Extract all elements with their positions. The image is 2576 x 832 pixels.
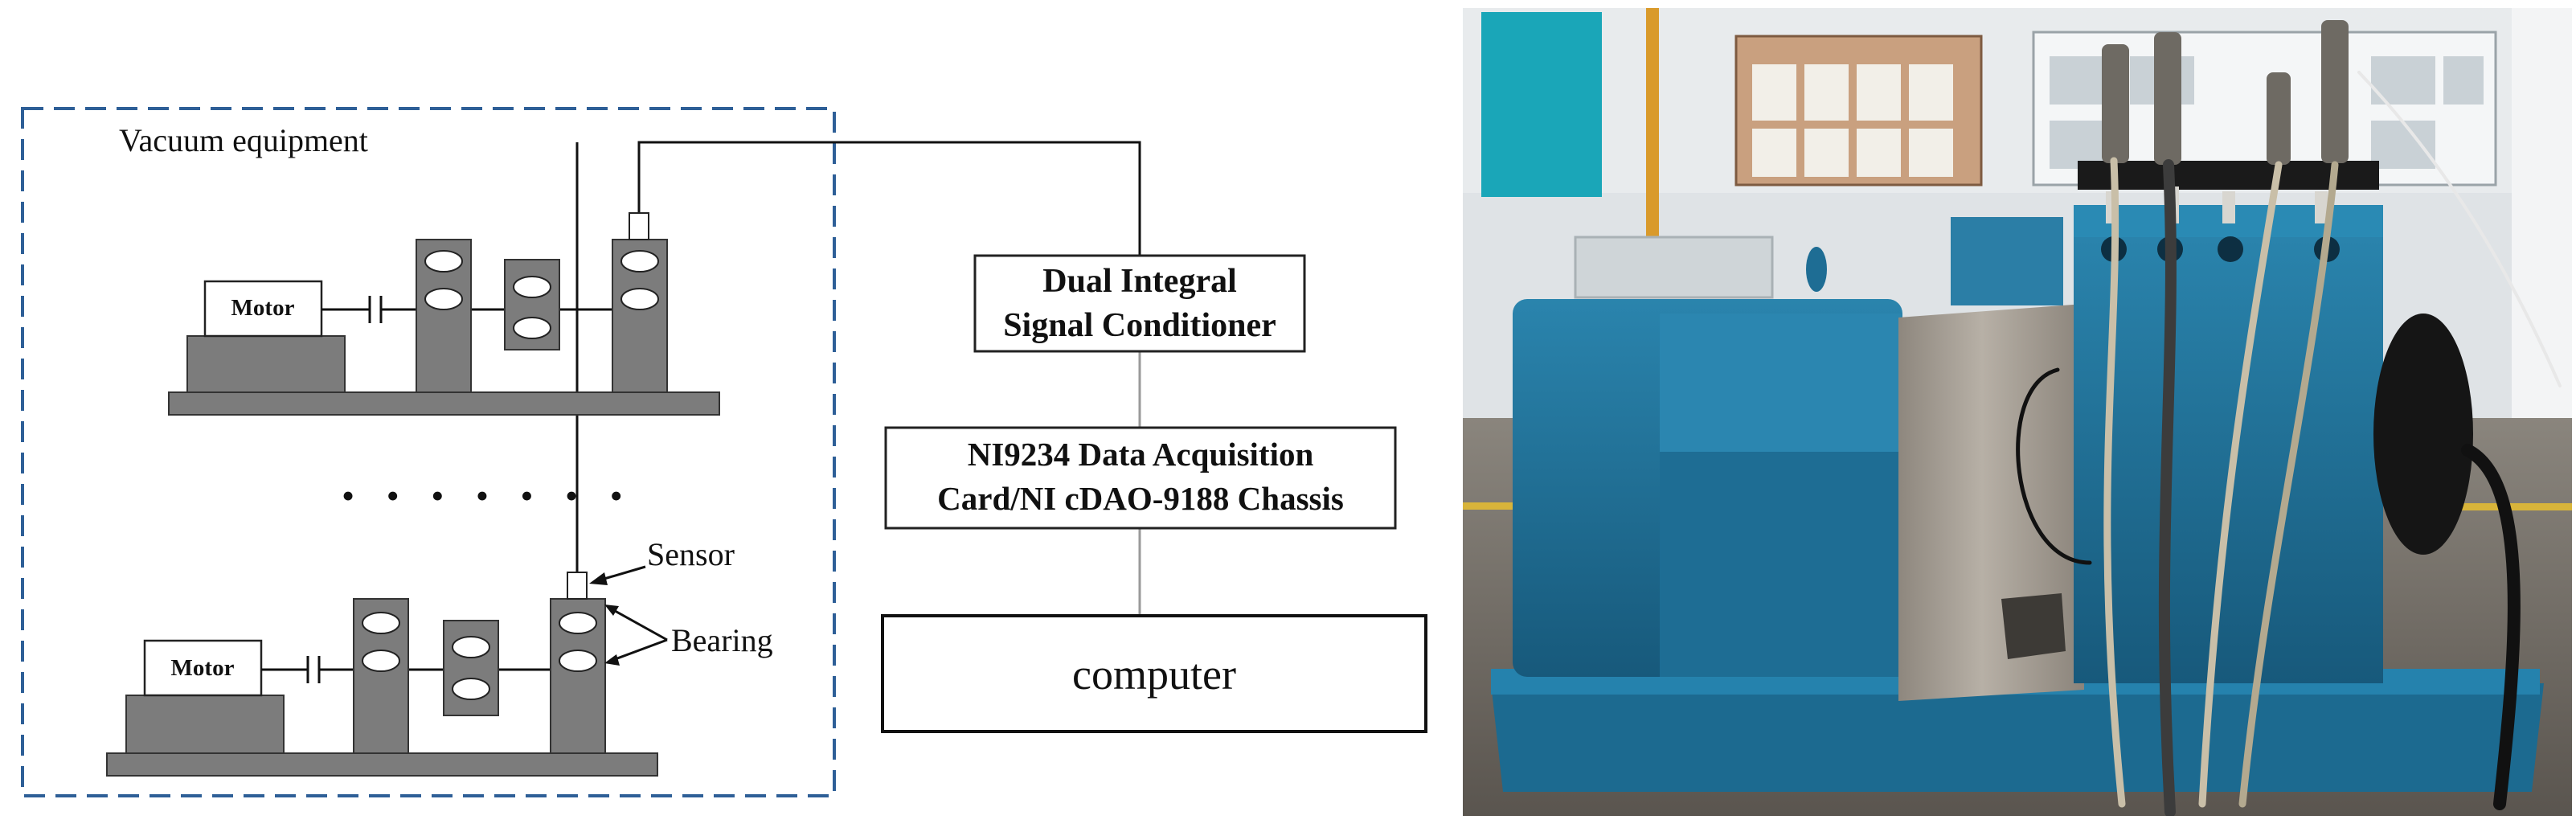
bearing-lower-left-top xyxy=(362,612,400,634)
disc-upper-top xyxy=(513,276,551,298)
bearing-arrows xyxy=(604,605,668,666)
base-plate-lower xyxy=(106,752,658,777)
test-unit-upper: Motor xyxy=(168,212,720,416)
bearing-annotation: Bearing xyxy=(671,622,773,658)
floor-yellow-line-left xyxy=(1463,502,1527,510)
sensor-upper xyxy=(629,212,649,240)
wall-pillar xyxy=(2512,8,2572,458)
test-rig-photo xyxy=(1463,8,2572,816)
coupling-upper xyxy=(321,296,637,323)
background-box xyxy=(1574,236,1774,299)
disc-lower-top xyxy=(452,636,490,658)
bearing-lower-right-bottom xyxy=(559,650,597,672)
rig-base xyxy=(1491,683,2544,792)
notice-board-teal xyxy=(1481,12,1602,197)
signal-conditioner-box xyxy=(973,254,1306,353)
schematic-diagram: Vacuum equipment Motor xyxy=(21,107,1427,797)
test-unit-lower: Motor xyxy=(106,572,658,777)
motor-block-lower xyxy=(1660,452,1901,677)
wire-top-sensor xyxy=(637,141,1141,256)
sheet-dark-patch xyxy=(2001,593,2066,659)
disc-lower-bottom xyxy=(452,678,490,700)
sensor-lower xyxy=(567,572,588,600)
daq-card-line2: Card/NI cDAO-9188 Chassis xyxy=(937,480,1344,517)
background-cabinet xyxy=(1951,217,2063,305)
bearing-lower-right-top xyxy=(559,612,597,634)
bearing-upper-right-bottom xyxy=(620,288,659,310)
yellow-pipe xyxy=(1646,8,1659,273)
coupling-lower xyxy=(261,656,577,683)
lifting-eye xyxy=(1806,247,1827,292)
floor-yellow-line-right xyxy=(2459,503,2572,510)
bearing-housing-block xyxy=(2074,229,2383,683)
disc-housing-lower xyxy=(443,620,499,716)
ellipsis-dots: • • • • • • • xyxy=(342,475,634,516)
bearing-upper-right-top xyxy=(620,250,659,273)
motor-label-lower: Motor xyxy=(171,655,235,681)
computer-box xyxy=(881,614,1427,733)
accelerometers xyxy=(2102,20,2349,165)
sensor-cables xyxy=(2016,71,2562,816)
vacuum-equipment-label: Vacuum equipment xyxy=(119,122,368,158)
sensor-arrow xyxy=(589,565,646,585)
signal-conditioner-line2: Signal Conditioner xyxy=(1003,307,1276,344)
daq-card-box xyxy=(884,426,1397,530)
signal-wiring xyxy=(575,141,1141,572)
motor-block-panel xyxy=(1660,314,1901,452)
motor-lower xyxy=(143,639,263,697)
sensor-mount-bar xyxy=(2078,161,2379,190)
bearing-lower-left-bottom xyxy=(362,650,400,672)
daq-card-line1: NI9234 Data Acquisition xyxy=(968,436,1314,473)
signal-conditioner-line1: Dual Integral xyxy=(1042,263,1237,300)
disc-upper-bottom xyxy=(513,317,551,339)
base-plate-upper xyxy=(168,391,720,416)
motor-stand-upper xyxy=(186,335,346,393)
bearing-upper-left-bottom xyxy=(424,288,463,310)
end-cap xyxy=(2373,314,2473,555)
motor-label-upper: Motor xyxy=(231,295,295,321)
motor-stand-lower xyxy=(125,695,285,754)
bearing-upper-left-top xyxy=(424,250,463,273)
sensor-annotation: Sensor xyxy=(647,536,735,572)
notice-board-papers xyxy=(1752,64,1953,177)
computer-label: computer xyxy=(1072,650,1236,699)
